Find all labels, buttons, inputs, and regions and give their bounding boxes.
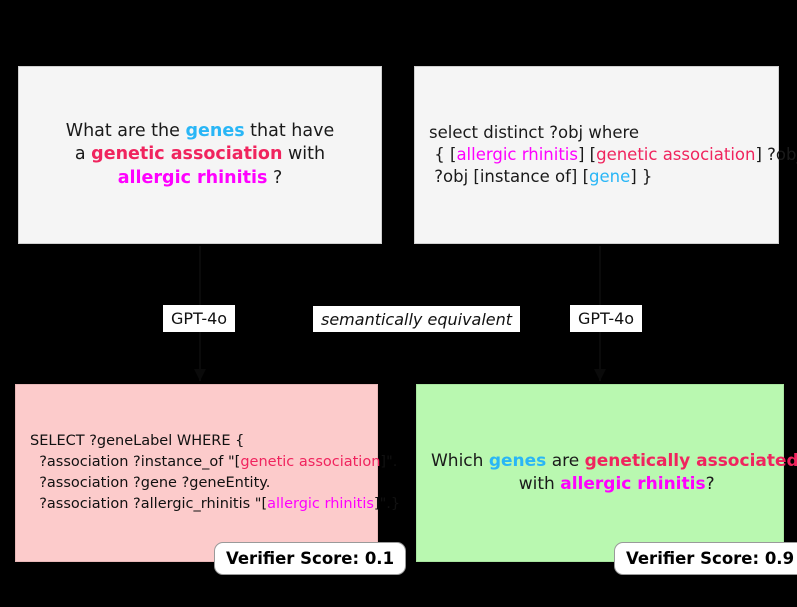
generated-question-card: Which genes are genetically associated w… (416, 384, 797, 562)
sparql-tpl-l2-a: { [ (429, 145, 457, 165)
sparql-tpl-line-3: ?obj [instance of] [gene] } (429, 166, 792, 188)
gen-sparql-l4-a: ?association ?allergic_rhinitis "[ (30, 495, 268, 512)
gen-sparql-l4-b: ]".} (373, 495, 401, 512)
sparql-tpl-l2-b: ] [ (577, 145, 597, 165)
gen-sparql-line-3: ?association ?gene ?geneEntity. (30, 475, 271, 491)
verifier-score-badge-low: Verifier Score: 0.1 (214, 542, 407, 575)
sparql-tpl-line-1: select distinct ?obj where (429, 123, 640, 143)
gen-q-l1-a: Which (431, 450, 489, 471)
nl-question-line-1: What are the genes that have (33, 120, 367, 143)
sparql-template-text: select distinct ?obj where { [allergic r… (429, 122, 797, 188)
entity-genetic-association: genetic association (596, 145, 756, 165)
nl-q-l2-prefix: a (74, 144, 92, 165)
nl-q-l1-prefix: What are the (65, 121, 186, 142)
nl-question-card: What are the genes that have a genetic a… (18, 66, 382, 244)
gen-sparql-line-1: SELECT ?geneLabel WHERE { (30, 433, 245, 450)
gen-sparql-l2-a: ?association ?instance_of "[ (30, 454, 241, 471)
gen-sparql-l2-b: ]". (380, 454, 398, 471)
model-label-right: GPT-4o (570, 305, 643, 332)
verifier-score-badge-high: Verifier Score: 0.9 (614, 542, 797, 575)
sparql-tpl-line-2: { [allergic rhinitis] [genetic associati… (429, 144, 797, 166)
nl-question-line-3: allergic rhinitis ? (33, 167, 367, 190)
entity-genetic-association: genetic association (240, 454, 381, 471)
entity-allergic-rhinitis: allergic rhinitis (267, 495, 374, 512)
generated-question-text: Which genes are genetically associated w… (431, 450, 797, 496)
gen-question-line-1: Which genes are genetically associated (431, 450, 797, 473)
entity-gene: gene (589, 166, 631, 186)
entity-allergic-rhinitis: allergic rhinitis (456, 145, 578, 165)
generated-sparql-card: SELECT ?geneLabel WHERE { ?association ?… (15, 384, 400, 562)
gen-q-l2-b: ? (705, 474, 715, 494)
equivalence-label: semantically equivalent (313, 306, 521, 332)
nl-question-text: What are the genes that have a genetic a… (33, 120, 367, 189)
sparql-tpl-l3-a: ?obj [instance of] [ (429, 166, 590, 186)
gen-sparql-line-4: ?association ?allergic_rhinitis "[allerg… (30, 494, 400, 515)
gen-sparql-line-2: ?association ?instance_of "[genetic asso… (30, 452, 397, 473)
gen-question-line-2: with allergic rhinitis? (431, 473, 797, 496)
gen-q-l1-b: are (546, 450, 585, 471)
nl-q-l1-suffix: that have (244, 121, 335, 142)
entity-genetic-association: genetic association (91, 144, 283, 165)
entity-allergic-rhinitis: allergic rhinitis (560, 474, 706, 494)
nl-q-l3-suffix: ? (267, 167, 283, 188)
sparql-template-card: select distinct ?obj where { [allergic r… (414, 66, 797, 244)
sparql-tpl-l3-b: ] } (630, 166, 653, 186)
gen-q-l2-a: with (513, 474, 561, 494)
generated-sparql-text: SELECT ?geneLabel WHERE { ?association ?… (30, 431, 400, 515)
entity-allergic-rhinitis: allergic rhinitis (117, 167, 268, 188)
model-label-left: GPT-4o (163, 305, 236, 332)
sparql-tpl-l2-c: ] ?obj . (755, 145, 797, 165)
entity-gene: genes (488, 450, 547, 471)
nl-question-line-2: a genetic association with (33, 143, 367, 166)
nl-q-l2-suffix: with (282, 144, 326, 165)
entity-gene: genes (185, 121, 245, 142)
entity-genetically-associated: genetically associated (584, 450, 797, 471)
